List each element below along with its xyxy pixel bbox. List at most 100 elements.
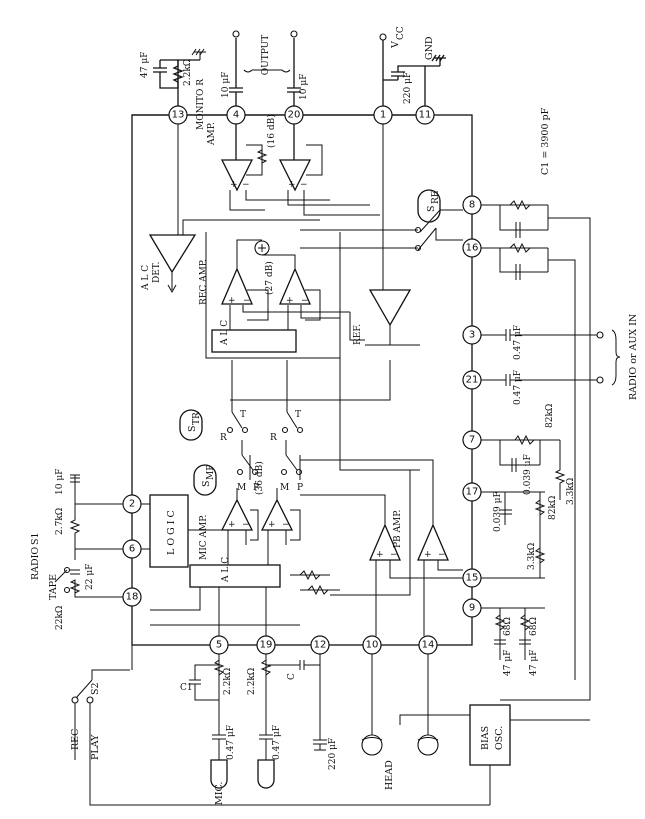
- svg-text:22 μF: 22 μF: [85, 564, 95, 590]
- svg-text:(27 dB): (27 dB): [264, 261, 275, 295]
- pin-1: 1: [373, 105, 393, 125]
- svg-text:220 μF: 220 μF: [403, 72, 413, 104]
- svg-text:R: R: [270, 433, 277, 443]
- svg-text:10 μF: 10 μF: [221, 72, 231, 98]
- pin-19: 19: [256, 635, 276, 655]
- svg-text:MIC.: MIC.: [214, 782, 225, 805]
- radio-aux-input: 0.47 μF 0.47 μF RADIO or AUX IN: [481, 314, 639, 405]
- svg-text:REF.: REF.: [353, 324, 363, 345]
- svg-text:0.47 μF: 0.47 μF: [226, 725, 236, 760]
- output-label: OUTPUT: [261, 35, 271, 75]
- pin13-network: 47 μF 2.2kΩ: [140, 48, 206, 106]
- monitor-amp: + − + − MONITO R AMP. (16 dB): [196, 79, 380, 216]
- svg-text:14: 14: [422, 640, 435, 651]
- left-network: 10 μF 2.7kΩ 22 μF 22kΩ RADIO TAPE S1: [30, 469, 123, 630]
- svg-text:+: +: [286, 296, 294, 306]
- svg-text:C1: C1: [180, 683, 193, 693]
- svg-text:47 μF: 47 μF: [529, 650, 539, 676]
- svg-text:+: +: [230, 180, 238, 190]
- rec-amp: + − + − A L C REC AMP. (27 dB): [199, 232, 350, 359]
- svg-text:20: 20: [288, 110, 301, 121]
- svg-text:A L C: A L C: [141, 265, 151, 291]
- svg-text:17: 17: [466, 487, 479, 498]
- pin-16: 16: [462, 238, 482, 258]
- svg-text:0.47 μF: 0.47 μF: [513, 325, 523, 360]
- svg-text:DET.: DET.: [152, 262, 162, 283]
- s2-switch: S2 REC PLAY: [70, 645, 490, 806]
- svg-text:S1: S1: [30, 532, 41, 545]
- svg-text:OSC.: OSC.: [494, 726, 505, 750]
- head: HEAD: [361, 654, 460, 790]
- alc-det: A L C DET.: [141, 124, 320, 294]
- svg-text:0.47 μF: 0.47 μF: [513, 370, 523, 405]
- pin-6: 6: [122, 539, 142, 559]
- svg-text:10 μF: 10 μF: [299, 74, 309, 100]
- svg-text:9: 9: [469, 603, 475, 614]
- pin-3: 3: [462, 325, 482, 345]
- svg-text:12: 12: [314, 640, 327, 651]
- svg-text:MP: MP: [206, 465, 216, 480]
- svg-text:AMP.: AMP.: [207, 122, 217, 146]
- svg-text:18: 18: [126, 592, 139, 603]
- svg-text:10 μF: 10 μF: [55, 469, 65, 495]
- pin5-19-network: C1 2.2kΩ 2.2kΩ C 0.47 μF 0.47 μF MIC.: [180, 654, 321, 805]
- svg-text:(36 dB): (36 dB): [254, 461, 265, 495]
- svg-text:21: 21: [466, 375, 479, 386]
- pin-7: 7: [462, 430, 482, 450]
- pin9-network: 68Ω 68Ω 47 μF 47 μF: [481, 607, 545, 676]
- svg-text:13: 13: [172, 110, 185, 121]
- svg-text:REC: REC: [70, 729, 81, 750]
- svg-text:V: V: [390, 41, 401, 49]
- pin-9: 9: [462, 598, 482, 618]
- svg-text:8: 8: [469, 200, 475, 211]
- svg-text:2: 2: [129, 499, 135, 510]
- svg-text:1: 1: [380, 110, 386, 121]
- svg-text:R: R: [220, 433, 227, 443]
- pin8-16-networks: C1 = 3900 pF: [481, 107, 591, 701]
- pin-11: 11: [415, 105, 435, 125]
- svg-text:5: 5: [216, 640, 222, 651]
- gnd-network: GND: [424, 36, 446, 106]
- pin-15: 15: [462, 568, 482, 588]
- pin7-network: 82kΩ 0.039 μF 3.3kΩ: [481, 404, 576, 505]
- svg-text:C: C: [287, 673, 297, 680]
- svg-text:RADIO: RADIO: [30, 547, 41, 580]
- svg-text:+: +: [228, 296, 236, 306]
- output-bracket: [243, 69, 291, 73]
- internal-wires: [132, 114, 420, 626]
- pb-amp: + − + − PB AMP.: [300, 459, 463, 636]
- svg-text:C1 = 3900 pF: C1 = 3900 pF: [540, 107, 551, 175]
- svg-text:2.2kΩ: 2.2kΩ: [183, 59, 193, 86]
- svg-text:PB AMP.: PB AMP.: [393, 510, 403, 548]
- svg-text:TAPE: TAPE: [48, 574, 59, 600]
- svg-text:82kΩ: 82kΩ: [545, 404, 555, 428]
- pin-14: 14: [418, 635, 438, 655]
- svg-text:7: 7: [469, 435, 475, 446]
- pin20-output-cap: 10 μF: [287, 30, 309, 106]
- svg-text:−: −: [243, 296, 251, 306]
- svg-text:REC AMP.: REC AMP.: [199, 259, 209, 305]
- svg-text:220 μF: 220 μF: [328, 738, 338, 770]
- svg-text:47 μF: 47 μF: [140, 52, 150, 78]
- svg-text:T: T: [240, 410, 246, 420]
- svg-text:+: +: [376, 550, 384, 560]
- svg-text:−: −: [300, 180, 308, 190]
- svg-text:MONITO R: MONITO R: [196, 79, 206, 130]
- pin-8: 8: [462, 195, 482, 215]
- svg-text:11: 11: [419, 110, 432, 121]
- svg-text:S: S: [201, 480, 212, 487]
- pin-12: 12: [310, 635, 330, 655]
- svg-text:4: 4: [233, 110, 239, 121]
- svg-text:MIC AMP.: MIC AMP.: [199, 515, 209, 560]
- svg-text:A L C: A L C: [221, 557, 231, 583]
- svg-text:−: −: [301, 296, 309, 306]
- svg-text:3.3kΩ: 3.3kΩ: [527, 543, 537, 570]
- svg-text:GND: GND: [424, 36, 435, 60]
- ref-buffer: REF.: [230, 124, 420, 401]
- pin4-output-cap: 10 μF: [221, 30, 243, 106]
- pin-13: 13: [168, 105, 188, 125]
- svg-text:M: M: [237, 483, 246, 493]
- svg-text:10: 10: [366, 640, 379, 651]
- svg-text:PLAY: PLAY: [90, 734, 101, 760]
- svg-text:−: −: [282, 520, 290, 530]
